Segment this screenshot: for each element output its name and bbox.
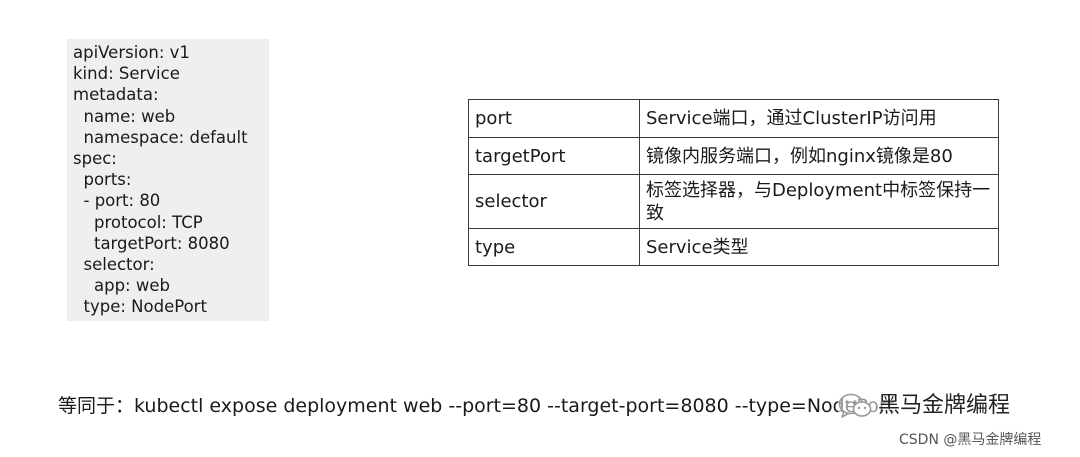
wechat-icon: [838, 392, 872, 420]
yaml-line: ports:: [73, 170, 132, 190]
field-desc-cell: Service类型: [639, 228, 999, 266]
table-row: targetPort 镜像内服务端口，例如nginx镜像是80: [468, 137, 999, 175]
yaml-line: kind: Service: [73, 64, 180, 84]
field-desc-cell: 镜像内服务端口，例如nginx镜像是80: [639, 137, 999, 175]
field-name-cell: selector: [468, 174, 640, 229]
table-row: port Service端口，通过ClusterIP访问用: [468, 99, 999, 138]
watermark: 黑马金牌编程: [838, 392, 1011, 420]
service-fields-table: port Service端口，通过ClusterIP访问用 targetPort…: [468, 99, 999, 266]
yaml-line: apiVersion: v1: [73, 43, 190, 62]
yaml-line: targetPort: 8080: [73, 233, 230, 253]
watermark-text: 黑马金牌编程: [878, 393, 1011, 418]
table-row: type Service类型: [468, 228, 999, 266]
yaml-line: type: NodePort: [73, 297, 207, 317]
yaml-line: app: web: [73, 276, 170, 296]
yaml-line: spec:: [73, 149, 117, 169]
yaml-line: metadata:: [73, 85, 159, 105]
field-desc-cell: 标签选择器，与Deployment中标签保持一致: [639, 174, 999, 229]
field-desc-cell: Service端口，通过ClusterIP访问用: [639, 99, 999, 138]
yaml-line: protocol: TCP: [73, 212, 203, 232]
credit-text: CSDN @黑马金牌编程: [899, 432, 1042, 448]
yaml-line: selector:: [73, 255, 155, 275]
field-name-cell: port: [468, 99, 640, 138]
yaml-line: name: web: [73, 106, 176, 126]
yaml-line: namespace: default: [73, 127, 248, 147]
field-name-cell: targetPort: [468, 137, 640, 175]
table-row: selector 标签选择器，与Deployment中标签保持一致: [468, 174, 999, 229]
field-name-cell: type: [468, 228, 640, 266]
equivalent-command: 等同于：kubectl expose deployment web --port…: [58, 395, 895, 417]
yaml-code-block: apiVersion: v1 kind: Service metadata: n…: [67, 39, 269, 321]
yaml-line: - port: 80: [73, 191, 161, 211]
